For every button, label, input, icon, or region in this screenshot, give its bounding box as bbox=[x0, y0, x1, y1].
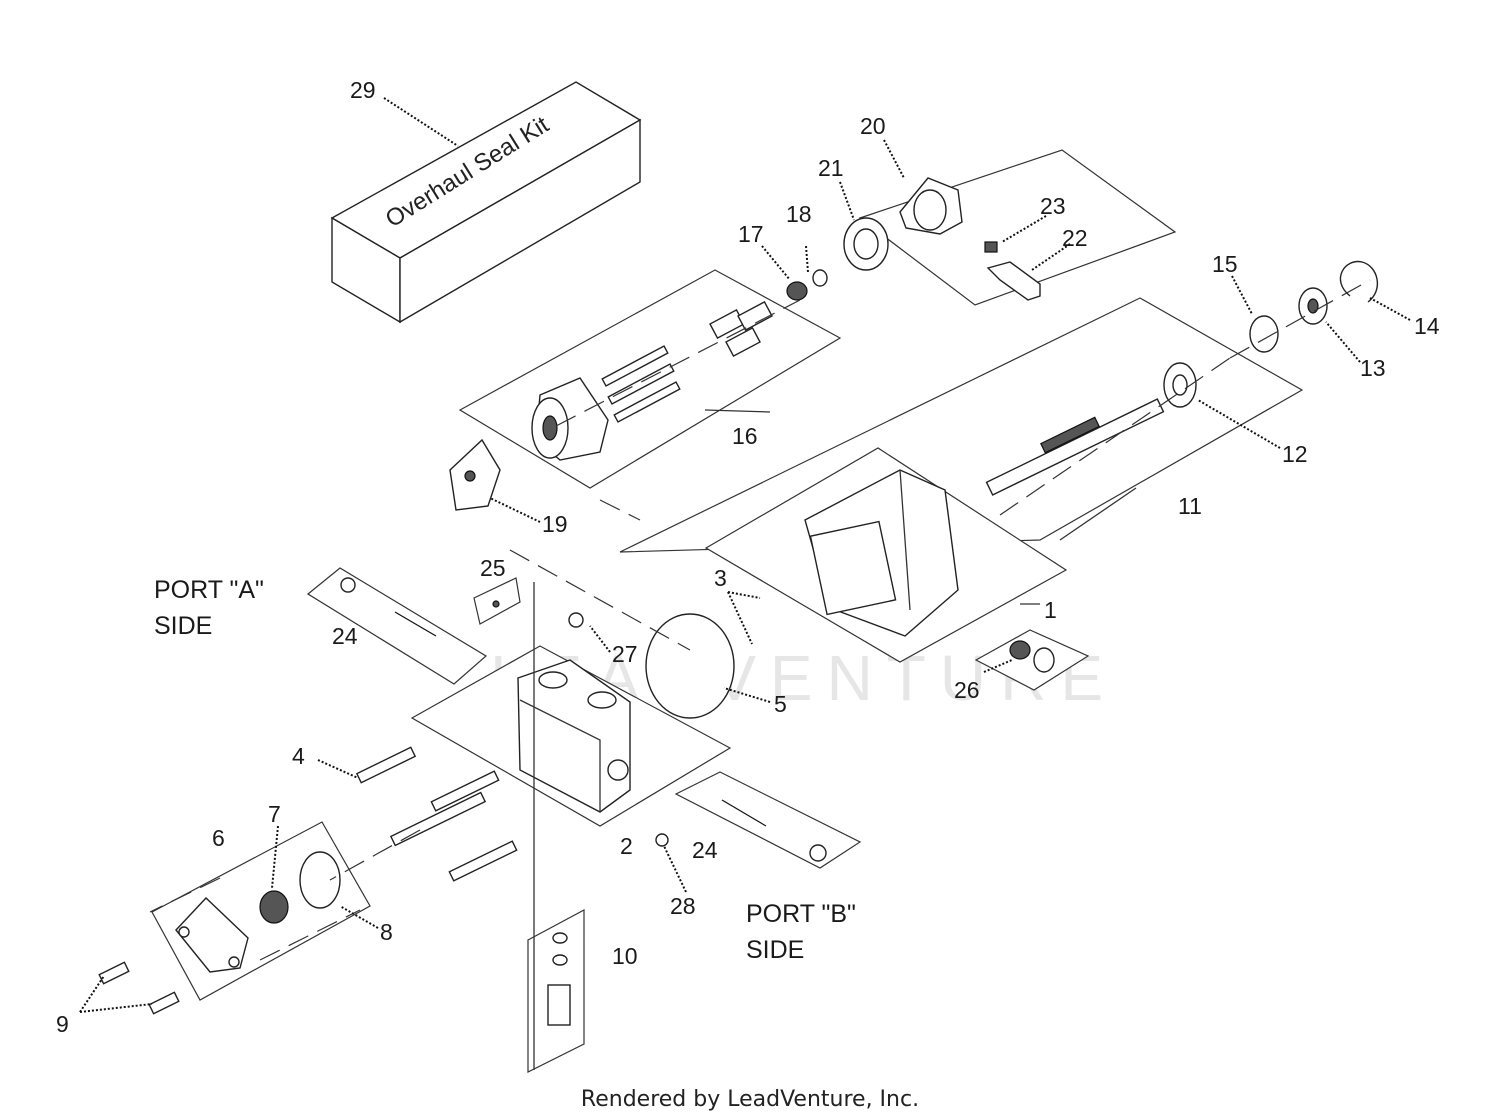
callout-20: 20 bbox=[860, 113, 886, 139]
footer-credit: Rendered by LeadVenture, Inc. bbox=[581, 1087, 919, 1112]
swashplate-assembly-plate bbox=[858, 149, 1177, 306]
port-b-line2: SIDE bbox=[746, 936, 804, 964]
callout-13: 13 bbox=[1360, 355, 1386, 381]
part-13-seal bbox=[1298, 287, 1328, 325]
part-22-23-trunnion bbox=[984, 241, 1041, 301]
part-15-oring bbox=[1249, 315, 1279, 353]
callout-24-port-b: 24 bbox=[692, 837, 718, 863]
callout-25: 25 bbox=[480, 555, 506, 581]
callout-28: 28 bbox=[670, 893, 696, 919]
callout-labels: 29 20 21 17 18 23 22 15 14 13 16 12 11 1… bbox=[56, 77, 1440, 1037]
part-28-plug bbox=[655, 833, 669, 847]
callout-22: 22 bbox=[1062, 225, 1088, 251]
port-a-side-label: PORT "A" SIDE bbox=[154, 576, 264, 640]
callout-1: 1 bbox=[1044, 597, 1057, 623]
callout-14: 14 bbox=[1414, 313, 1440, 339]
callout-15: 15 bbox=[1212, 251, 1238, 277]
part-24-port-a-valve bbox=[306, 567, 488, 685]
callout-23: 23 bbox=[1040, 193, 1066, 219]
part-25-plate bbox=[473, 577, 521, 625]
part-19-thrust-plate bbox=[449, 438, 501, 511]
part-10-bypass-valve bbox=[547, 932, 571, 1026]
port-b-line1: PORT "B" bbox=[746, 900, 856, 928]
callout-16: 16 bbox=[732, 423, 758, 449]
part-27-plug bbox=[568, 612, 584, 628]
callout-2: 2 bbox=[620, 833, 633, 859]
part-5-gasket bbox=[645, 613, 735, 719]
callout-9: 9 bbox=[56, 1011, 69, 1037]
part-14-retaining-ring bbox=[1339, 260, 1379, 303]
port-a-line1: PORT "A" bbox=[154, 576, 264, 604]
part-21-bearing bbox=[843, 217, 889, 271]
part-7-gerotor bbox=[259, 890, 289, 924]
callout-11: 11 bbox=[1178, 493, 1202, 519]
callout-29: 29 bbox=[350, 77, 376, 103]
part-4-bolts bbox=[355, 746, 518, 882]
seal-kit-box: Overhaul Seal Kit bbox=[330, 81, 642, 324]
callout-8: 8 bbox=[380, 919, 393, 945]
part-20-swashplate bbox=[899, 177, 963, 235]
callout-10: 10 bbox=[612, 943, 638, 969]
callout-5: 5 bbox=[774, 691, 787, 717]
part-1-housing bbox=[804, 469, 959, 637]
callout-3: 3 bbox=[714, 565, 727, 591]
part-2-center-section bbox=[517, 659, 631, 813]
part-9-screws bbox=[98, 961, 180, 1015]
callout-24-port-a: 24 bbox=[332, 623, 358, 649]
callout-12: 12 bbox=[1282, 441, 1308, 467]
port-a-line2: SIDE bbox=[154, 612, 212, 640]
part-17-18-washers bbox=[786, 269, 828, 301]
callout-6: 6 bbox=[212, 825, 225, 851]
port-b-side-label: PORT "B" SIDE bbox=[746, 900, 856, 964]
callout-17: 17 bbox=[738, 221, 764, 247]
callout-7: 7 bbox=[268, 801, 281, 827]
part-8-oring bbox=[299, 851, 341, 909]
part-6-charge-pump-cover bbox=[175, 897, 249, 973]
part-16-cylinder-block bbox=[531, 300, 773, 461]
part-26-plug bbox=[974, 629, 1090, 691]
leader-arrows bbox=[79, 97, 1411, 1013]
part-24-port-b-valve bbox=[674, 771, 862, 869]
callout-4: 4 bbox=[292, 743, 305, 769]
callout-18: 18 bbox=[786, 201, 812, 227]
callout-19: 19 bbox=[542, 511, 568, 537]
part-12-bearing bbox=[1163, 362, 1197, 408]
callout-21: 21 bbox=[818, 155, 844, 181]
callout-27: 27 bbox=[612, 641, 638, 667]
callout-26: 26 bbox=[954, 677, 980, 703]
assembly-lines bbox=[149, 279, 1371, 1070]
